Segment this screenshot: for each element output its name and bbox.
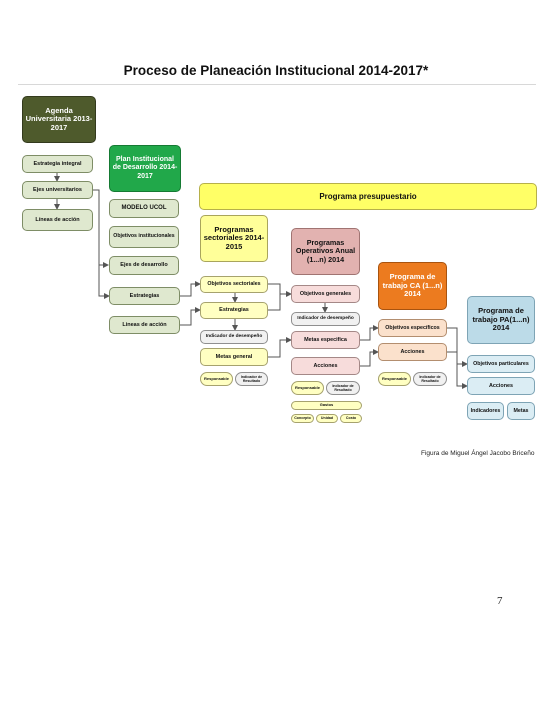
acciones-box-3: Acciones <box>467 377 535 395</box>
metas-especifica-box: Metas especifica <box>291 331 360 349</box>
acciones-box-2: Acciones <box>378 343 447 361</box>
plan-institucional-box: Plan Institucional de Desarrollo 2014-20… <box>109 145 181 192</box>
figure-caption: Figura de Miguel Ángel Jacobo Briceño <box>421 450 535 457</box>
title-divider <box>18 84 536 85</box>
agenda-universitaria-box: Agenda Universitaria 2013-2017 <box>22 96 96 143</box>
lineas-accion-box-2: Lineas de acción <box>109 316 180 334</box>
responsable-box-2: Responsable <box>291 381 324 395</box>
programa-trabajo-ca-box: Programa de trabajo CA (1...n) 2014 <box>378 262 447 310</box>
costo-box: Costo <box>340 414 362 423</box>
ejes-desarrollo-box: Ejes de desarrollo <box>109 256 179 275</box>
modelo-ucol-box: MODELO UCOL <box>109 199 179 218</box>
indicador-desempeno-box-2: Indicador de desempeño <box>291 312 360 326</box>
link-ejes-pid <box>92 189 109 268</box>
link-objsect-objgen <box>268 283 292 297</box>
objetivos-especificos-box: Objetivos específicos <box>378 319 447 337</box>
indicador-resultado-box-1: Indicador de Resultado <box>235 372 268 386</box>
link-estrategias-objsect <box>180 281 201 297</box>
metas-box: Metas <box>507 402 535 420</box>
estrategia-integral-box: Estrategia integral <box>22 155 93 173</box>
link-estrat-objgen <box>268 294 281 311</box>
link-lineas-estrat <box>180 307 201 326</box>
responsable-box-1: Responsable <box>200 372 233 386</box>
link-metas-metasesp <box>268 337 292 358</box>
programas-sectoriales-box: Programas sectoriales 2014-2015 <box>200 215 268 262</box>
link-objesp-objpart <box>447 327 468 367</box>
indicador-desempeno-box-1: Indicador de desempeño <box>200 330 268 344</box>
indicador-resultado-box-3: Indicador de Resultado <box>413 372 447 386</box>
programa-trabajo-pa-box: Programa de trabajo PA(1...n) 2014 <box>467 296 535 344</box>
indicador-resultado-box-2: Indicador de Resultado <box>326 381 360 395</box>
estrategias-box-1: Estrategias <box>109 287 180 305</box>
acciones-box-1: Acciones <box>291 357 360 375</box>
programa-presupuestario-banner: Programa presupuestario <box>199 183 537 210</box>
link-metasesp-objesp <box>360 325 379 341</box>
page-title: Proceso de Planeación Institucional 2014… <box>123 63 429 78</box>
unidad-box: Unidad <box>316 414 338 423</box>
indicadores-box: Indicadores <box>467 402 504 420</box>
page-number: 7 <box>497 595 503 607</box>
metas-general-box: Metas general <box>200 348 268 366</box>
link-acciones-acciones <box>360 349 379 367</box>
link-ejes-estrategias <box>98 265 110 299</box>
concepto-box: Concepto <box>291 414 314 423</box>
objetivos-generales-box: Objetivos generales <box>291 285 360 303</box>
link-acciones-acciones3 <box>447 351 468 389</box>
lineas-accion-box: Líneas de acción <box>22 209 93 231</box>
estrategias-box-2: Estrategias <box>200 302 268 319</box>
objetivos-sectoriales-box: Objetivos sectoriales <box>200 276 268 293</box>
objetivos-particulares-box: Objetivos particulares <box>467 355 535 373</box>
gastos-box: Gastos <box>291 401 362 410</box>
ejes-universitarios-box: Ejes universitarios <box>22 181 93 199</box>
programas-operativos-box: Programas Operativos Anual (1...n) 2014 <box>291 228 360 275</box>
objetivos-institucionales-box: Objetivos institucionales <box>109 226 179 248</box>
responsable-box-3: Responsable <box>378 372 411 386</box>
